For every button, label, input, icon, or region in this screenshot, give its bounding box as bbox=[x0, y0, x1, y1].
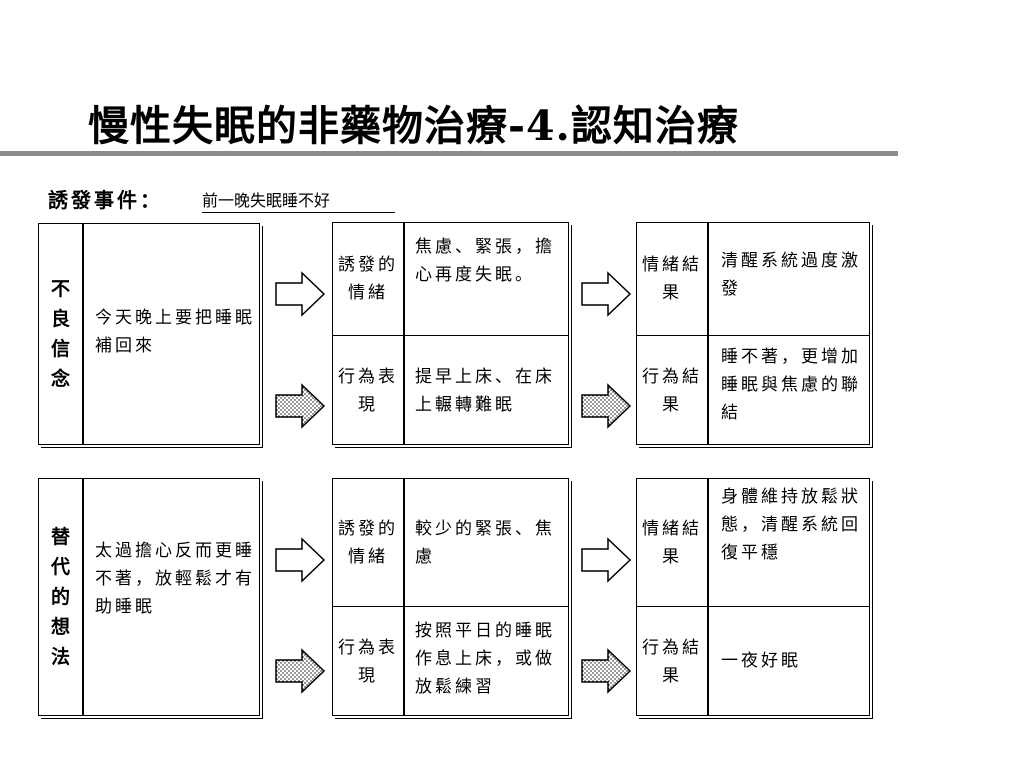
alternative-thought-text: 太過擔心反而更睡不著，放輕鬆才有助睡眠 bbox=[95, 541, 255, 617]
arrow-right-icon bbox=[581, 271, 632, 317]
result-emotion-header: 情緒結果 bbox=[642, 518, 702, 567]
result-emotion-header: 情緒結果 bbox=[642, 255, 702, 303]
slide-title: 慢性失眠的非藥物治療-4.認知治療 bbox=[88, 102, 739, 150]
belief-text: 今天晚上要把睡眠補回來 bbox=[95, 308, 255, 356]
behavior-text: 按照平日的睡眠作息上床，或做放鬆練習 bbox=[415, 621, 555, 697]
emotion-header: 誘發的情緒 bbox=[338, 518, 398, 567]
arrow-right-icon bbox=[581, 537, 632, 583]
result-behavior-header: 行為結果 bbox=[642, 638, 702, 686]
dotted-arrow-right-icon bbox=[581, 648, 632, 694]
belief-label: 不良信念 bbox=[50, 278, 70, 390]
behavior-text: 提早上床、在床上輾轉難眠 bbox=[415, 367, 555, 415]
emotion-header: 誘發的情緒 bbox=[338, 255, 398, 303]
belief-box: 不良信念 今天晚上要把睡眠補回來 bbox=[38, 223, 260, 445]
title-divider bbox=[0, 151, 898, 156]
emotion-text: 焦慮、緊張，擔心再度失眠。 bbox=[415, 237, 555, 285]
alternative-thought-label: 替代的想法 bbox=[50, 526, 70, 668]
alternative-thought-box: 替代的想法 太過擔心反而更睡不著，放輕鬆才有助睡眠 bbox=[38, 478, 260, 716]
result-box: 情緒結果 身體維持放鬆狀態，清醒系統回復平穩 行為結果 一夜好眠 bbox=[636, 478, 870, 716]
dotted-arrow-right-icon bbox=[275, 383, 326, 429]
result-emotion-text: 清醒系統過度激發 bbox=[721, 251, 861, 299]
dotted-arrow-right-icon bbox=[275, 648, 326, 694]
emotion-text: 較少的緊張、焦慮 bbox=[415, 519, 555, 567]
arrow-right-icon bbox=[275, 537, 326, 583]
result-box: 情緒結果 清醒系統過度激發 行為結果 睡不著，更增加睡眠與焦慮的聯結 bbox=[636, 222, 870, 445]
result-behavior-text: 睡不著，更增加睡眠與焦慮的聯結 bbox=[721, 347, 861, 423]
result-behavior-text: 一夜好眠 bbox=[721, 651, 801, 671]
trigger-label: 誘發事件： bbox=[48, 188, 163, 212]
trigger-response-box: 誘發的情緒 焦慮、緊張，擔心再度失眠。 行為表現 提早上床、在床上輾轉難眠 bbox=[332, 222, 569, 445]
result-emotion-text: 身體維持放鬆狀態，清醒系統回復平穩 bbox=[721, 487, 861, 563]
behavior-header: 行為表現 bbox=[338, 638, 398, 686]
trigger-response-box: 誘發的情緒 較少的緊張、焦慮 行為表現 按照平日的睡眠作息上床，或做放鬆練習 bbox=[332, 478, 569, 716]
behavior-header: 行為表現 bbox=[338, 367, 398, 415]
trigger-value: 前一晚失眠睡不好 bbox=[202, 190, 395, 213]
result-behavior-header: 行為結果 bbox=[642, 367, 702, 415]
dotted-arrow-right-icon bbox=[581, 383, 632, 429]
arrow-right-icon bbox=[275, 271, 326, 317]
